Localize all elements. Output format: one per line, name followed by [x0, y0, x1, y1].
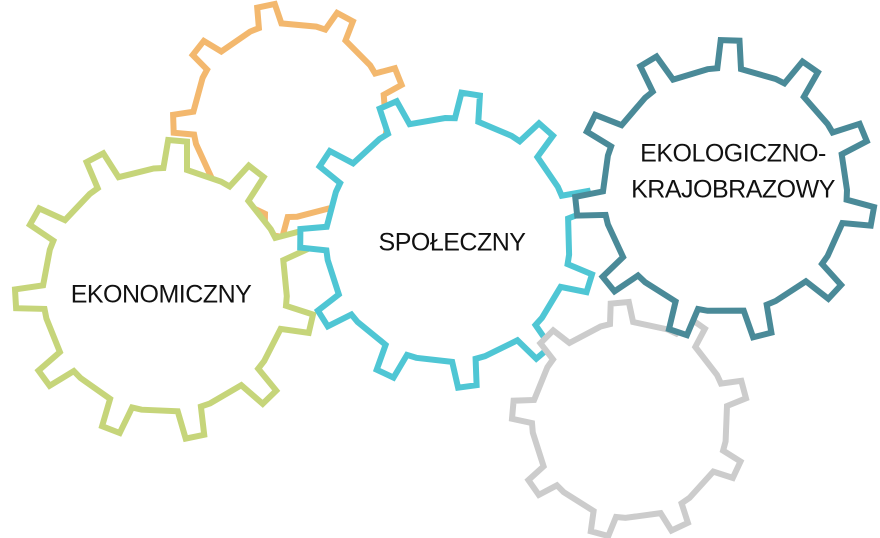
gear-cyan: SPOŁECZNY — [297, 89, 597, 392]
gear-gray — [508, 298, 750, 538]
gear-teal-label-1: KRAJOBRAZOWY — [631, 176, 836, 204]
gear-cyan-label-0: SPOŁECZNY — [379, 229, 527, 257]
gear-cyan-shape — [297, 89, 597, 392]
gear-green-label-0: EKONOMICZNY — [71, 281, 252, 309]
gear-teal-label-0: EKOLOGICZNO- — [640, 140, 826, 168]
gear-green: EKONOMICZNY — [11, 136, 317, 443]
gear-teal-shape — [571, 37, 878, 341]
gear-gray-shape — [508, 298, 750, 538]
gear-green-shape — [11, 136, 317, 443]
gear-teal: EKOLOGICZNO- KRAJOBRAZOWY — [571, 37, 878, 341]
